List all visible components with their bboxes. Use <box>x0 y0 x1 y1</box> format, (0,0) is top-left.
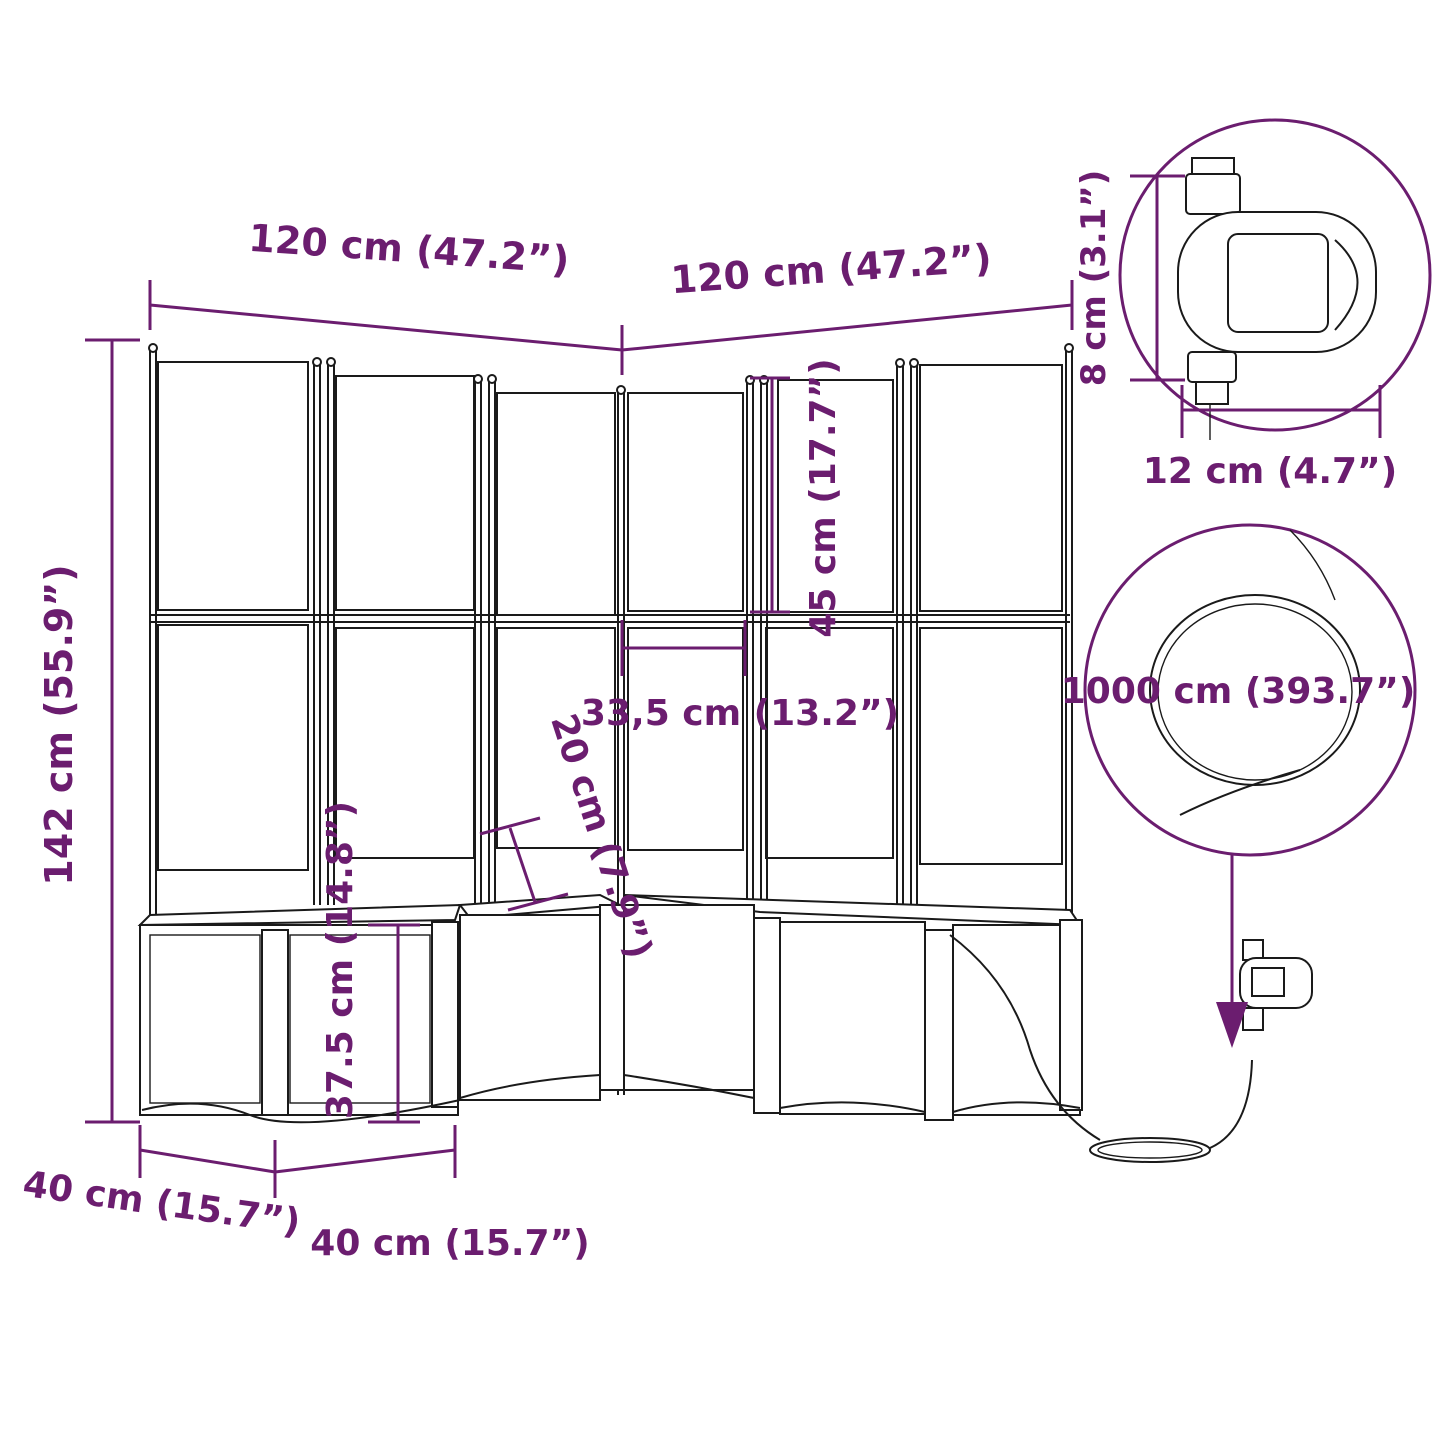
label-depth-right: 40 cm (15.7”) <box>310 1223 589 1264</box>
trellis-panel <box>919 364 1063 612</box>
trellis-panel <box>496 392 616 616</box>
planter-box <box>779 921 926 1115</box>
trellis-panel <box>157 361 309 611</box>
dimension-lines <box>85 174 1382 1198</box>
arrow-down-icon <box>1216 855 1248 1048</box>
trellis-panel <box>157 624 309 871</box>
label-total-height: 142 cm (55.9”) <box>37 564 81 885</box>
label-trellis-panel-width: 33,5 cm (13.2”) <box>581 693 899 734</box>
trellis-panel <box>335 375 475 611</box>
hose-coil-icon <box>1083 523 1417 857</box>
trellis-panel <box>627 627 744 851</box>
trellis-panel <box>777 379 894 613</box>
label-timer-width: 12 cm (4.7”) <box>1143 451 1397 492</box>
label-width-left: 120 cm (47.2”) <box>247 216 571 282</box>
water-timer-icon <box>1239 939 1313 1031</box>
trellis-panel <box>919 627 1063 865</box>
hose-coil-ground <box>1089 1137 1211 1163</box>
label-depth-left: 40 cm (15.7”) <box>20 1164 302 1243</box>
planter-box <box>459 914 601 1101</box>
trellis-panel <box>765 627 894 859</box>
label-timer-height: 8 cm (3.1”) <box>1074 170 1114 387</box>
label-hose-length: 1000 cm (393.7”) <box>1061 671 1416 712</box>
planter-box <box>139 924 459 1116</box>
planter-boxes <box>137 893 1253 1163</box>
timer-detail <box>1118 118 1432 440</box>
trellis-panel <box>496 627 616 849</box>
label-planter-inner-height: 37.5 cm (14.8”) <box>320 801 361 1119</box>
label-trellis-panel-height: 45 cm (17.7”) <box>803 358 844 637</box>
label-width-right: 120 cm (47.2”) <box>669 236 993 302</box>
planter-rim <box>137 903 462 927</box>
detail-circle <box>1083 523 1417 857</box>
trellis-panel <box>627 392 744 612</box>
